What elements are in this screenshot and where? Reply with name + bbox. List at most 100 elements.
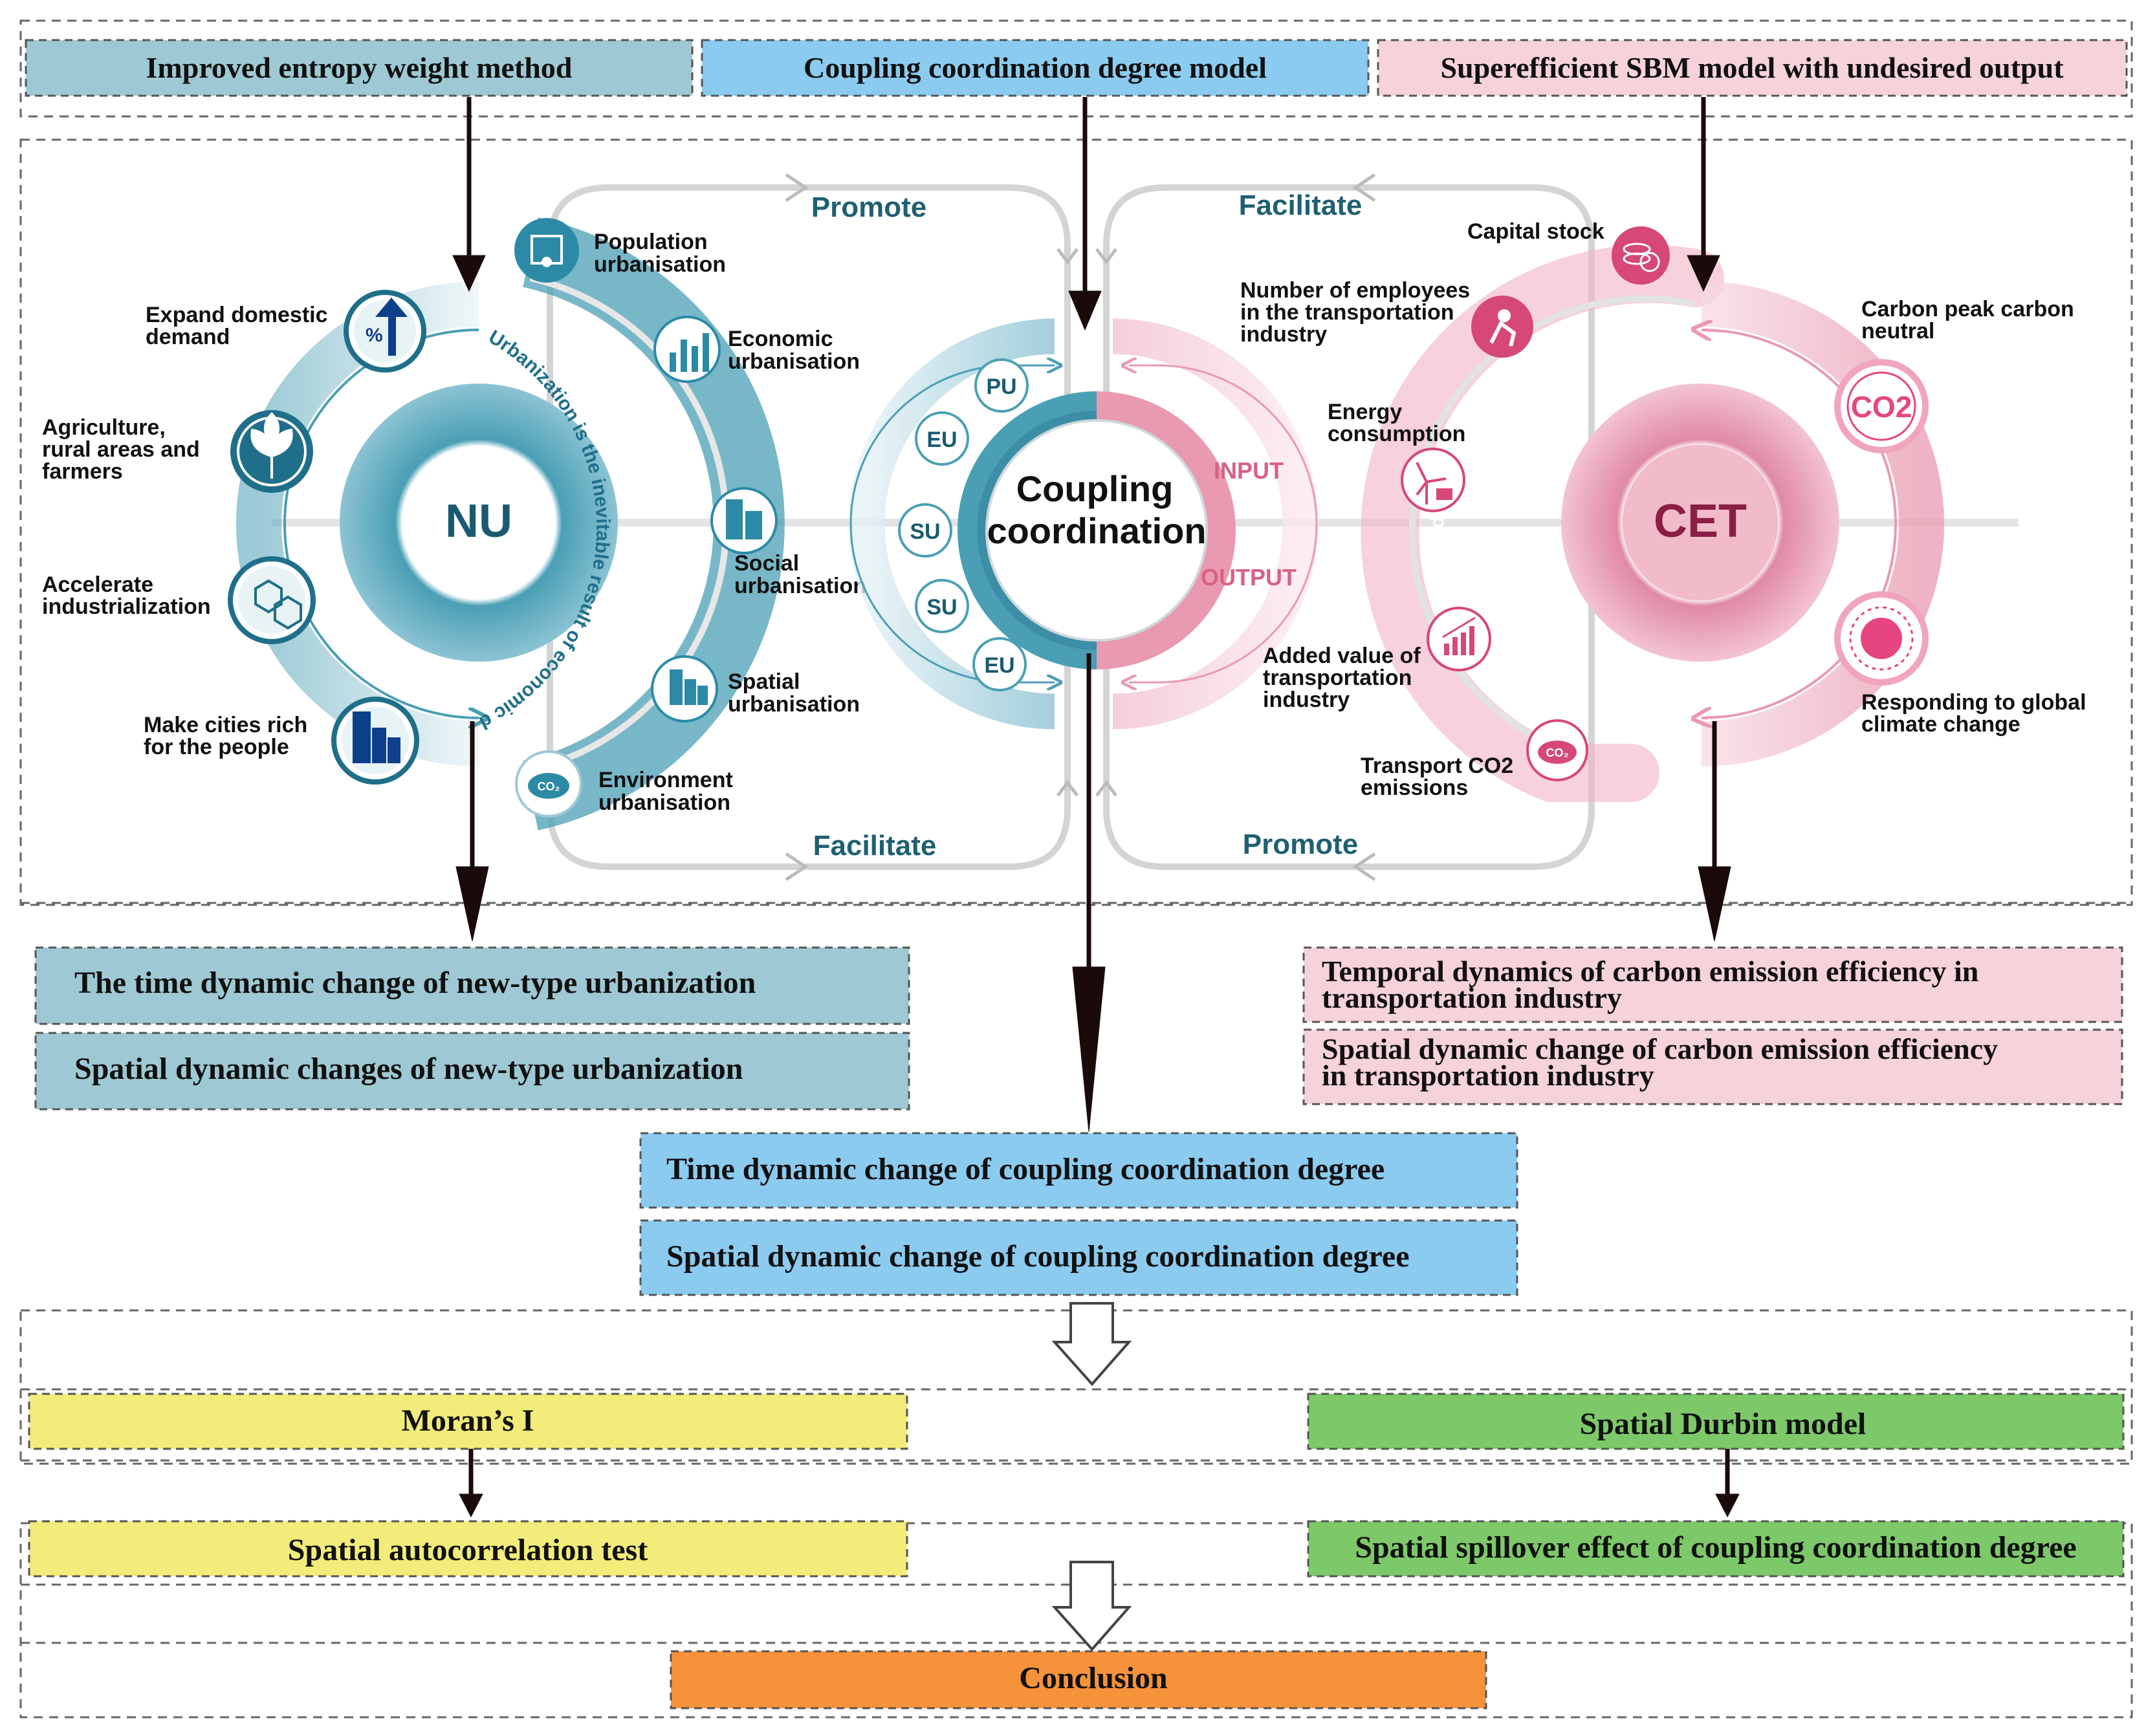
- node-su-top: SU: [898, 503, 952, 558]
- globe-sun-icon: [1834, 591, 1929, 686]
- entropy-box: [25, 39, 694, 97]
- employees-label-1: Number of employees: [1240, 278, 1470, 303]
- energy-label-1: Energy: [1328, 400, 1402, 424]
- social-building-icon: [710, 487, 778, 554]
- environment-label-1: Environment: [598, 768, 733, 792]
- climate-label-2: climate change: [1861, 712, 2020, 737]
- node-eu-bottom: EU: [972, 637, 1027, 691]
- expand-demand-label-2: demand: [146, 325, 230, 349]
- climate-label-1: Responding to global: [1861, 690, 2086, 715]
- wind-solar-icon: [1401, 448, 1465, 512]
- economic-label-2: urbanisation: [728, 349, 860, 374]
- moran-label: Moran’s I: [402, 1404, 534, 1438]
- environment-label-2: urbanisation: [598, 790, 730, 815]
- output-label: OUTPUT: [1201, 564, 1297, 591]
- nu-item-icons: CO₂: [514, 218, 778, 818]
- worker-icon: [1471, 296, 1533, 358]
- sbm-label: Superefficient SBM model with undesired …: [1440, 51, 2064, 84]
- economic-chart-icon: [653, 316, 721, 383]
- nu-time-label: The time dynamic change of new-type urba…: [74, 966, 756, 1000]
- co2-icon: CO2: [1834, 359, 1929, 453]
- center-label-2: coordination: [987, 510, 1206, 551]
- nu-ring-system: NU Urbanization is the inevitable result…: [0, 0, 785, 830]
- analysis-boxes: Moran’s I Spatial Durbin model Spatial a…: [28, 1393, 2125, 1709]
- method-boxes: Improved entropy weight method Coupling …: [25, 39, 2128, 97]
- inner-nodes: PU EU SU SU EU INPUT OUTPUT: [898, 358, 1297, 691]
- durbin-label: Spatial Durbin model: [1580, 1407, 1867, 1441]
- center-label-1: Coupling: [1016, 468, 1174, 509]
- cet-time-label-1: Temporal dynamics of carbon emission eff…: [1322, 955, 1978, 988]
- social-label-2: urbanisation: [734, 574, 866, 598]
- node-eu-top: EU: [915, 411, 969, 466]
- nu-left-labels: Expand domestic demand Agriculture, rura…: [42, 303, 328, 759]
- capital-stock-label: Capital stock: [1467, 219, 1604, 244]
- nu-space-label: Spatial dynamic changes of new-type urba…: [74, 1052, 743, 1086]
- facilitate-top-label: Facilitate: [1239, 190, 1363, 221]
- svg-text:CO2: CO2: [1851, 390, 1912, 424]
- social-label-1: Social: [734, 551, 799, 576]
- autocorr-label: Spatial autocorrelation test: [288, 1533, 648, 1567]
- rich-cities-label-2: for the people: [144, 735, 289, 759]
- industrialization-label-2: industrialization: [42, 594, 211, 619]
- node-su-bottom: SU: [915, 579, 969, 633]
- ccd-model-label: Coupling coordination degree model: [804, 51, 1267, 84]
- sprout-icon: [230, 410, 313, 493]
- result-boxes: The time dynamic change of new-type urba…: [34, 946, 2123, 1296]
- cet-right-icons: CO2: [1834, 359, 1929, 686]
- conclusion-frame: [19, 1522, 2133, 1719]
- framework-frame: [19, 138, 2133, 906]
- cet-time-label-2: transportation industry: [1322, 981, 1622, 1014]
- entropy-label: Improved entropy weight method: [146, 51, 573, 84]
- spillover-label: Spatial spillover effect of coupling coo…: [1355, 1530, 2076, 1565]
- chemical-structure-icon: [228, 556, 316, 644]
- population-label-1: Population: [594, 230, 708, 254]
- spatial-city-icon: [651, 655, 718, 722]
- svg-text:EU: EU: [984, 653, 1014, 678]
- population-label-2: urbanisation: [594, 252, 726, 277]
- ccd-space-label: Spatial dynamic change of coupling coord…: [666, 1239, 1410, 1274]
- agriculture-label-3: farmers: [42, 459, 123, 484]
- spatial-label-2: urbanisation: [728, 692, 860, 717]
- ccd-model-box: [701, 39, 1370, 97]
- nu-left-icons: %: [228, 290, 426, 785]
- sbm-box: [1377, 39, 2128, 97]
- center-coupling: Coupling coordination: [849, 318, 1319, 730]
- agriculture-label-1: Agriculture,: [42, 415, 166, 440]
- hollow-arrows: [1051, 1302, 1132, 1652]
- added-value-label-2: transportation: [1263, 666, 1412, 690]
- carbon-peak-label-1: Carbon peak carbon: [1861, 297, 2074, 321]
- expand-demand-label-1: Expand domestic: [146, 303, 328, 327]
- co2-cloud-icon: CO₂: [1526, 719, 1588, 781]
- svg-text:%: %: [366, 325, 383, 346]
- population-building-icon: [514, 218, 579, 283]
- node-pu: PU: [974, 358, 1029, 413]
- nu-label: NU: [445, 495, 512, 547]
- energy-label-2: consumption: [1328, 422, 1465, 446]
- growth-chart-icon: [1427, 607, 1491, 671]
- ccd-time-label: Time dynamic change of coupling coordina…: [666, 1152, 1385, 1186]
- cet-space-label-1: Spatial dynamic change of carbon emissio…: [1322, 1032, 1998, 1065]
- carbon-peak-label-2: neutral: [1861, 319, 1934, 343]
- cet-left-labels: Capital stock Number of employees in the…: [1240, 219, 1604, 800]
- spatial-label-1: Spatial: [728, 669, 800, 694]
- percent-up-arrow-icon: %: [344, 290, 426, 373]
- svg-text:SU: SU: [910, 519, 940, 544]
- coins-icon: [1612, 226, 1670, 285]
- agriculture-label-2: rural areas and: [42, 437, 200, 462]
- economic-label-1: Economic: [728, 327, 833, 351]
- svg-text:EU: EU: [926, 428, 957, 452]
- svg-text:CO₂: CO₂: [1546, 746, 1569, 759]
- section-frames: [19, 19, 2133, 1719]
- svg-text:SU: SU: [926, 595, 957, 620]
- nu-item-labels: Population urbanisation Economic urbanis…: [594, 230, 866, 815]
- co2-cloud-icon: CO₂: [515, 750, 582, 818]
- city-buildings-icon: [331, 697, 419, 785]
- promote-bottom-label: Promote: [1243, 829, 1358, 860]
- facilitate-bottom-label: Facilitate: [813, 830, 937, 862]
- input-label: INPUT: [1214, 457, 1284, 484]
- industrialization-label-1: Accelerate: [42, 572, 153, 597]
- svg-text:CO₂: CO₂: [538, 780, 560, 793]
- svg-text:PU: PU: [986, 374, 1016, 399]
- flow-arrows: [452, 97, 1740, 1518]
